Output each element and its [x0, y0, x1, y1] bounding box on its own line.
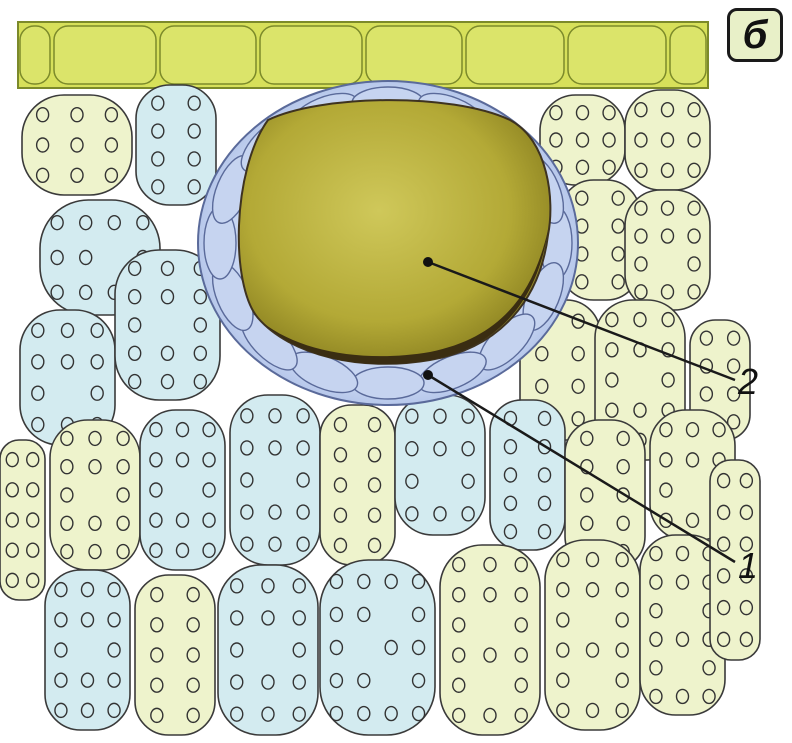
- callout-label-2: 2: [738, 364, 758, 400]
- parenchyma-cell: [395, 395, 485, 535]
- parenchyma-cell: [545, 540, 640, 730]
- parenchyma-cell: [625, 190, 710, 310]
- epidermis-cell: [466, 26, 564, 84]
- parenchyma-cell: [22, 95, 132, 195]
- oil-droplet: [239, 100, 551, 364]
- parenchyma-cell: [230, 395, 320, 565]
- epidermis-cell: [260, 26, 362, 84]
- leader-dot-2: [423, 257, 433, 267]
- sheath-cell: [352, 367, 424, 399]
- parenchyma-cell: [50, 420, 140, 570]
- parenchyma-cell: [136, 85, 216, 205]
- parenchyma-cell: [0, 440, 45, 600]
- parenchyma-cell: [218, 565, 318, 735]
- parenchyma-cell: [490, 400, 565, 550]
- epidermis-cell: [160, 26, 256, 84]
- epidermis-cell: [54, 26, 156, 84]
- parenchyma-cell: [440, 545, 540, 735]
- epidermis-cell: [568, 26, 666, 84]
- parenchyma-cell: [625, 90, 710, 190]
- leader-dot-1: [423, 370, 433, 380]
- epidermis-cell: [20, 26, 50, 84]
- parenchyma-cell: [45, 570, 130, 730]
- parenchyma-cell: [135, 575, 215, 735]
- epidermis-cell: [670, 26, 706, 84]
- parenchyma-cell: [140, 410, 225, 570]
- parenchyma-cell: [320, 560, 435, 735]
- epidermis-cell: [366, 26, 462, 84]
- secretory-cavity: [198, 81, 578, 405]
- parenchyma-cell: [320, 405, 395, 565]
- epidermis-layer: [18, 22, 708, 88]
- callout-label-1: 1: [738, 548, 758, 584]
- panel-letter-badge: б: [727, 8, 783, 62]
